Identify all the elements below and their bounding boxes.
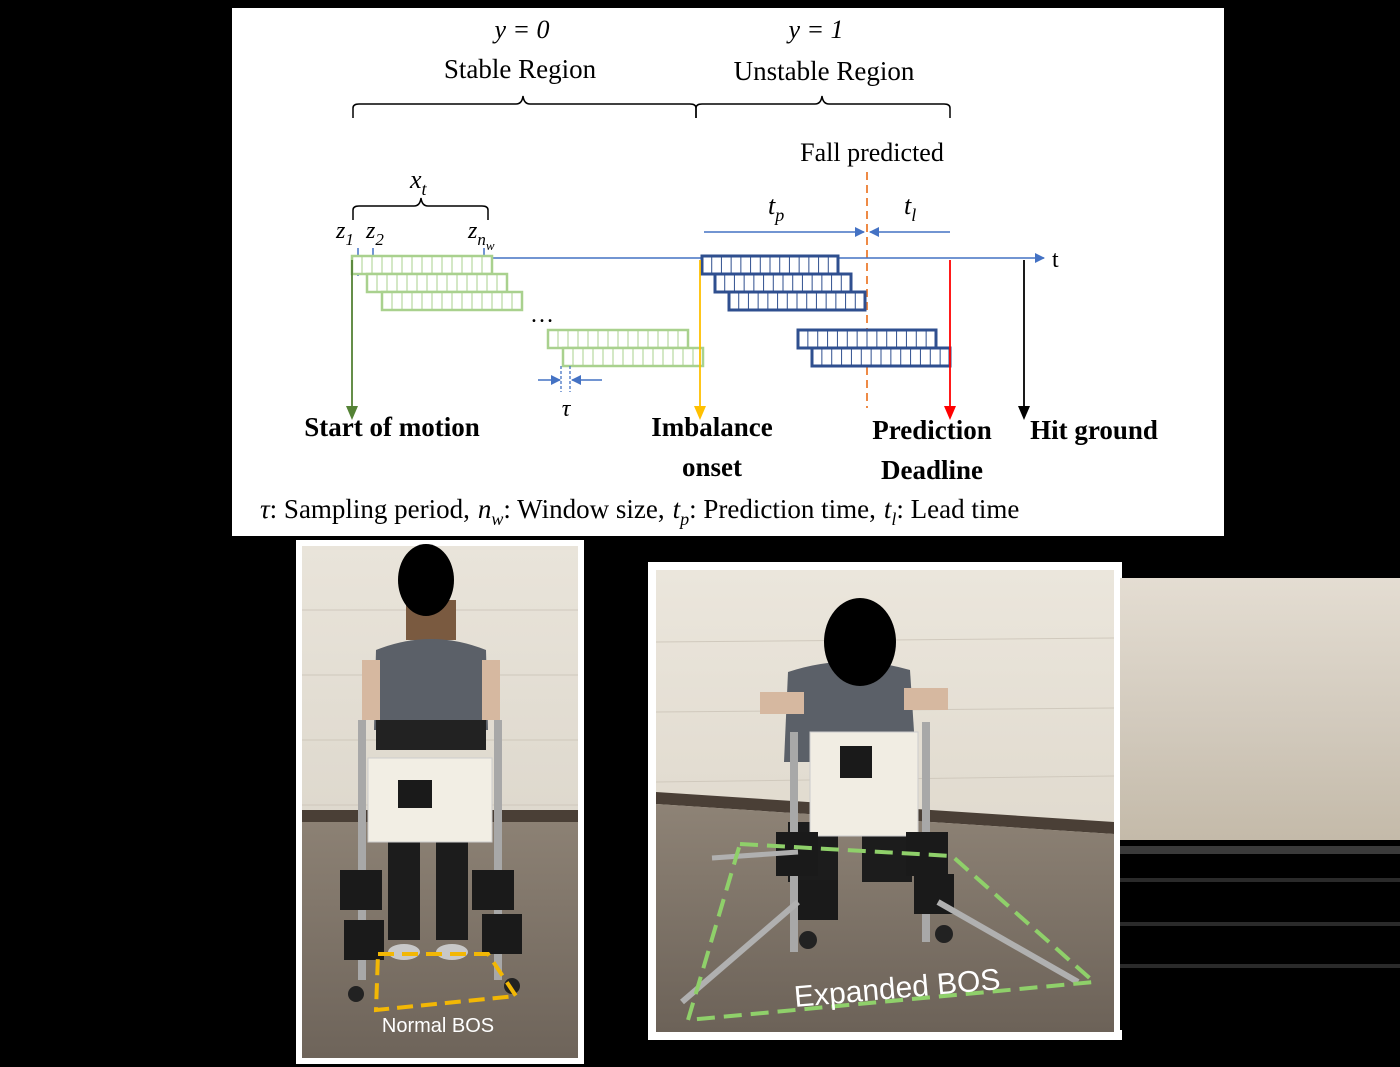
expanded-bos-photo: Expanded BOS xyxy=(648,562,1122,1040)
stable-region-label: Stable Region xyxy=(444,54,597,84)
stable-window-group xyxy=(350,254,705,368)
ellipsis: … xyxy=(530,302,554,328)
stable-window xyxy=(380,290,524,312)
imbalance-onset-label-1: Imbalance xyxy=(651,412,773,442)
stable-window xyxy=(546,328,690,350)
time-axis-label: t xyxy=(1052,247,1059,273)
stable-window xyxy=(561,346,705,368)
stable-window xyxy=(365,272,509,294)
expanded-bos-outline xyxy=(685,841,1099,1023)
znw-label: znw xyxy=(467,218,495,253)
tp-label: tp xyxy=(768,191,784,225)
window-brace xyxy=(352,197,489,220)
timeline-diagram-svg: y = 0 Stable Region y = 1 Unstable Regio… xyxy=(260,15,1158,529)
window-x-symbol: xt xyxy=(409,165,428,199)
normal-bos-photo: Normal BOS xyxy=(296,540,584,1064)
unstable-region-brace xyxy=(695,95,951,118)
tau-label: τ xyxy=(562,396,572,422)
unstable-window xyxy=(713,272,853,294)
hit-ground-label: Hit ground xyxy=(1030,415,1158,445)
expanded-bos-photo-svg: Expanded BOS xyxy=(655,570,1115,1032)
photo-wall-extension xyxy=(1120,578,1400,1030)
stable-region-var: y = 0 xyxy=(491,15,549,44)
unstable-window xyxy=(810,346,952,368)
start-of-motion-label: Start of motion xyxy=(304,412,479,442)
normal-bos-photo-svg: Normal BOS xyxy=(302,544,578,1058)
fall-predicted-label: Fall predicted xyxy=(800,138,944,167)
z2-label: z2 xyxy=(365,218,384,249)
fall-prediction-diagram: y = 0 Stable Region y = 1 Unstable Regio… xyxy=(232,8,1224,536)
unstable-window-group xyxy=(700,254,952,368)
unstable-window xyxy=(796,328,938,350)
prediction-deadline-label-1: Prediction xyxy=(872,415,991,445)
unstable-region-var: y = 1 xyxy=(785,15,843,44)
stable-region-brace xyxy=(352,95,697,118)
normal-bos-label: Normal BOS xyxy=(382,1015,494,1037)
unstable-window xyxy=(727,290,867,312)
tl-label: tl xyxy=(904,191,916,225)
photo-wall-extension-svg xyxy=(1120,578,1400,1030)
unstable-region-label: Unstable Region xyxy=(734,56,915,86)
prediction-deadline-label-2: Deadline xyxy=(881,455,983,485)
legend-line: τ: Sampling period,nw: Window size,tp: P… xyxy=(260,494,1019,529)
face-cover xyxy=(824,598,896,686)
unstable-window xyxy=(700,254,840,276)
z1-label: z1 xyxy=(335,218,354,249)
normal-bos-outline xyxy=(373,952,520,1013)
imbalance-onset-label-2: onset xyxy=(682,452,742,482)
stable-window xyxy=(350,254,494,276)
face-cover xyxy=(398,544,454,616)
